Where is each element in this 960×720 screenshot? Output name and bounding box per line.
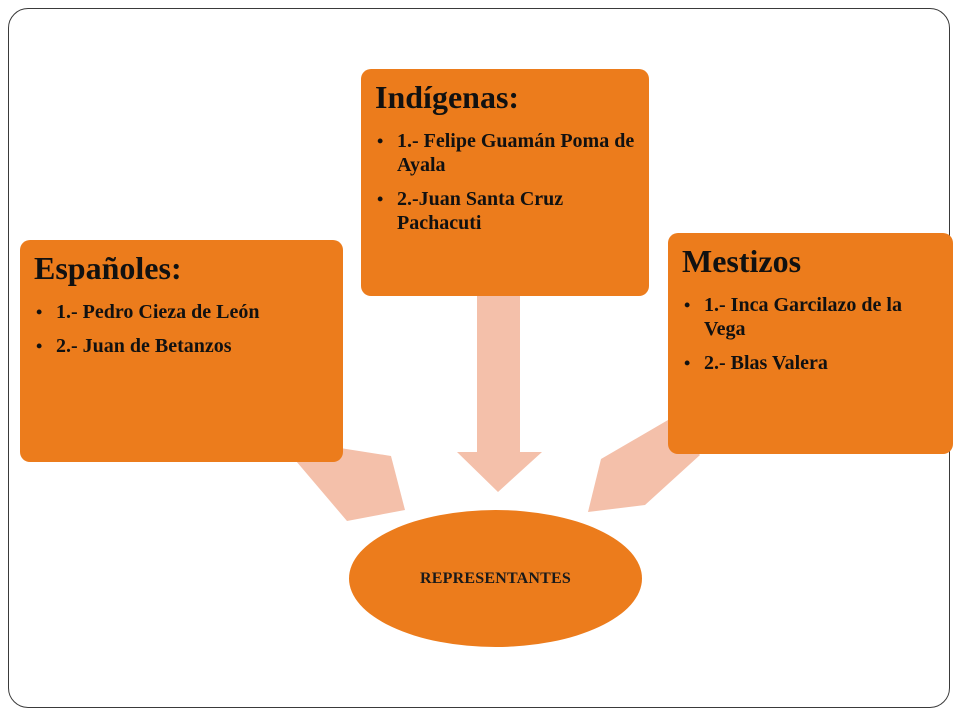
arrow-indigenas bbox=[457, 296, 542, 492]
group-title: Mestizos bbox=[682, 243, 802, 279]
group-title: Españoles: bbox=[34, 250, 182, 286]
list-item: 2.- Juan de Betanzos bbox=[36, 334, 329, 358]
list-item: 2.- Blas Valera bbox=[684, 351, 939, 375]
group-box-espanoles: Españoles: 1.- Pedro Cieza de León 2.- J… bbox=[20, 240, 343, 462]
center-ellipse: REPRESENTANTES bbox=[349, 510, 642, 647]
group-box-indigenas: Indígenas: 1.- Felipe Guamán Poma de Aya… bbox=[361, 69, 649, 296]
center-label: REPRESENTANTES bbox=[420, 569, 571, 587]
group-list: 1.- Inca Garcilazo de la Vega 2.- Blas V… bbox=[682, 293, 939, 375]
list-item: 2.-Juan Santa Cruz Pachacuti bbox=[377, 187, 635, 235]
arrow-espanoles bbox=[296, 448, 405, 521]
list-item: 1.- Pedro Cieza de León bbox=[36, 300, 329, 324]
group-list: 1.- Pedro Cieza de León 2.- Juan de Beta… bbox=[34, 300, 329, 358]
list-item: 1.- Felipe Guamán Poma de Ayala bbox=[377, 129, 635, 177]
group-title: Indígenas: bbox=[375, 79, 520, 115]
list-item: 1.- Inca Garcilazo de la Vega bbox=[684, 293, 939, 341]
group-box-mestizos: Mestizos 1.- Inca Garcilazo de la Vega 2… bbox=[668, 233, 953, 454]
group-list: 1.- Felipe Guamán Poma de Ayala 2.-Juan … bbox=[375, 129, 635, 235]
